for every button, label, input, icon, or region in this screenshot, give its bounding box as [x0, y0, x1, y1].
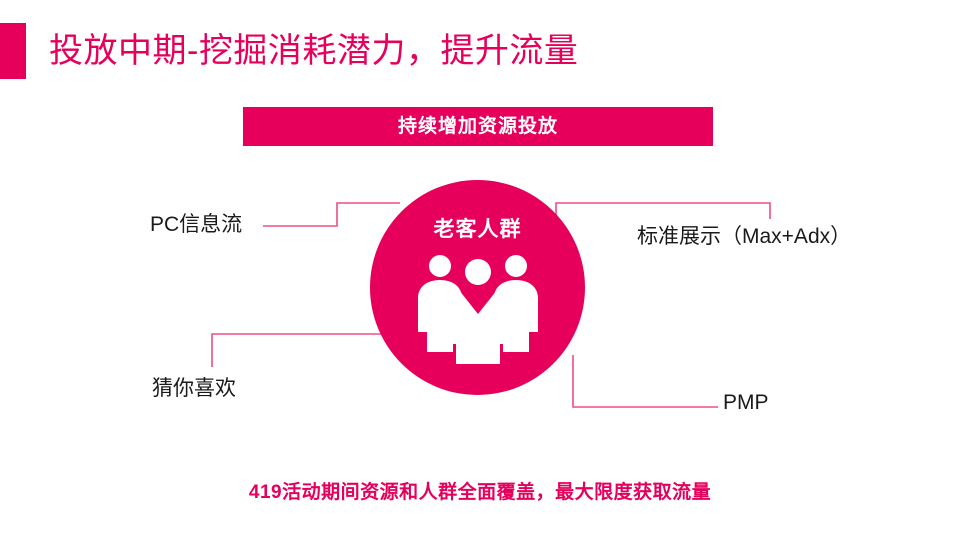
connector-pmp — [572, 355, 718, 408]
footer-note: 419活动期间资源和人群全面覆盖，最大限度获取流量 — [248, 482, 712, 503]
connector-standard-display — [555, 202, 771, 219]
banner-highlight: 持续增加资源投放 — [243, 107, 713, 146]
title-accent-bar — [0, 23, 26, 79]
center-node-circle: 老客人群 — [370, 180, 585, 395]
center-node-label: 老客人群 — [433, 218, 522, 241]
node-label-pmp: PMP — [723, 391, 769, 414]
page-title: 投放中期-挖掘消耗潜力，提升流量 — [49, 32, 579, 70]
node-label-pc-feed: PC信息流 — [150, 213, 243, 236]
banner-label: 持续增加资源投放 — [397, 116, 558, 137]
connector-guess-you-like — [211, 333, 393, 367]
node-label-guess-you-like: 猜你喜欢 — [152, 377, 236, 400]
people-group-icon — [417, 255, 538, 364]
node-label-standard-display: 标准展示（Max+Adx） — [637, 225, 852, 248]
